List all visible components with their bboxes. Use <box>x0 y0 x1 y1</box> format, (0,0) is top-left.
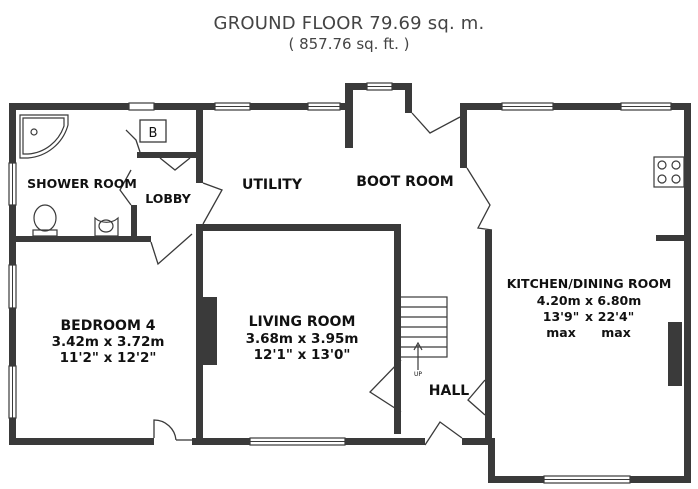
bedroom-4-metric: 3.42m x 3.72m <box>52 334 165 350</box>
hob-icon <box>653 156 685 188</box>
doors <box>119 112 493 446</box>
living-room-metric: 3.68m x 3.95m <box>246 331 359 347</box>
kitchen-dining-metric: 4.20m x 6.80m <box>537 293 642 308</box>
walls <box>9 83 691 483</box>
room-name-living-room: LIVING ROOM <box>249 314 356 330</box>
room-name-shower-room: SHOWER ROOM <box>27 176 137 191</box>
floor-area-imperial: ( 857.76 sq. ft. ) <box>288 35 410 53</box>
kitchen-dining-imperial-sep: x <box>585 309 593 324</box>
kitchen-dining-imperial-length: 22'4" <box>598 309 634 324</box>
boiler-label: B <box>149 126 158 141</box>
shower-fixtures <box>19 114 119 237</box>
kitchen-dining-max-2: max <box>601 325 631 340</box>
staircase <box>398 296 448 370</box>
room-name-lobby: LOBBY <box>145 191 192 206</box>
room-name-boot-room: BOOT ROOM <box>356 174 453 190</box>
bedroom-4-imperial: 11'2" x 12'2" <box>60 350 157 366</box>
stair-up-label: UP <box>414 371 422 378</box>
kitchen-dining-max-1: max <box>546 325 576 340</box>
kitchen-dining-imperial-width: 13'9" <box>543 309 579 324</box>
floor-title: GROUND FLOOR 79.69 sq. m. <box>213 13 485 34</box>
room-name-hall: HALL <box>429 383 469 399</box>
window-mid-lines <box>12 86 671 480</box>
room-name-bedroom-4: BEDROOM 4 <box>61 318 156 334</box>
room-name-utility: UTILITY <box>242 177 303 193</box>
boiler-cupboard: B <box>139 119 167 143</box>
room-name-kitchen-dining: KITCHEN/DINING ROOM <box>507 276 672 291</box>
living-room-imperial: 12'1" x 13'0" <box>254 347 351 363</box>
